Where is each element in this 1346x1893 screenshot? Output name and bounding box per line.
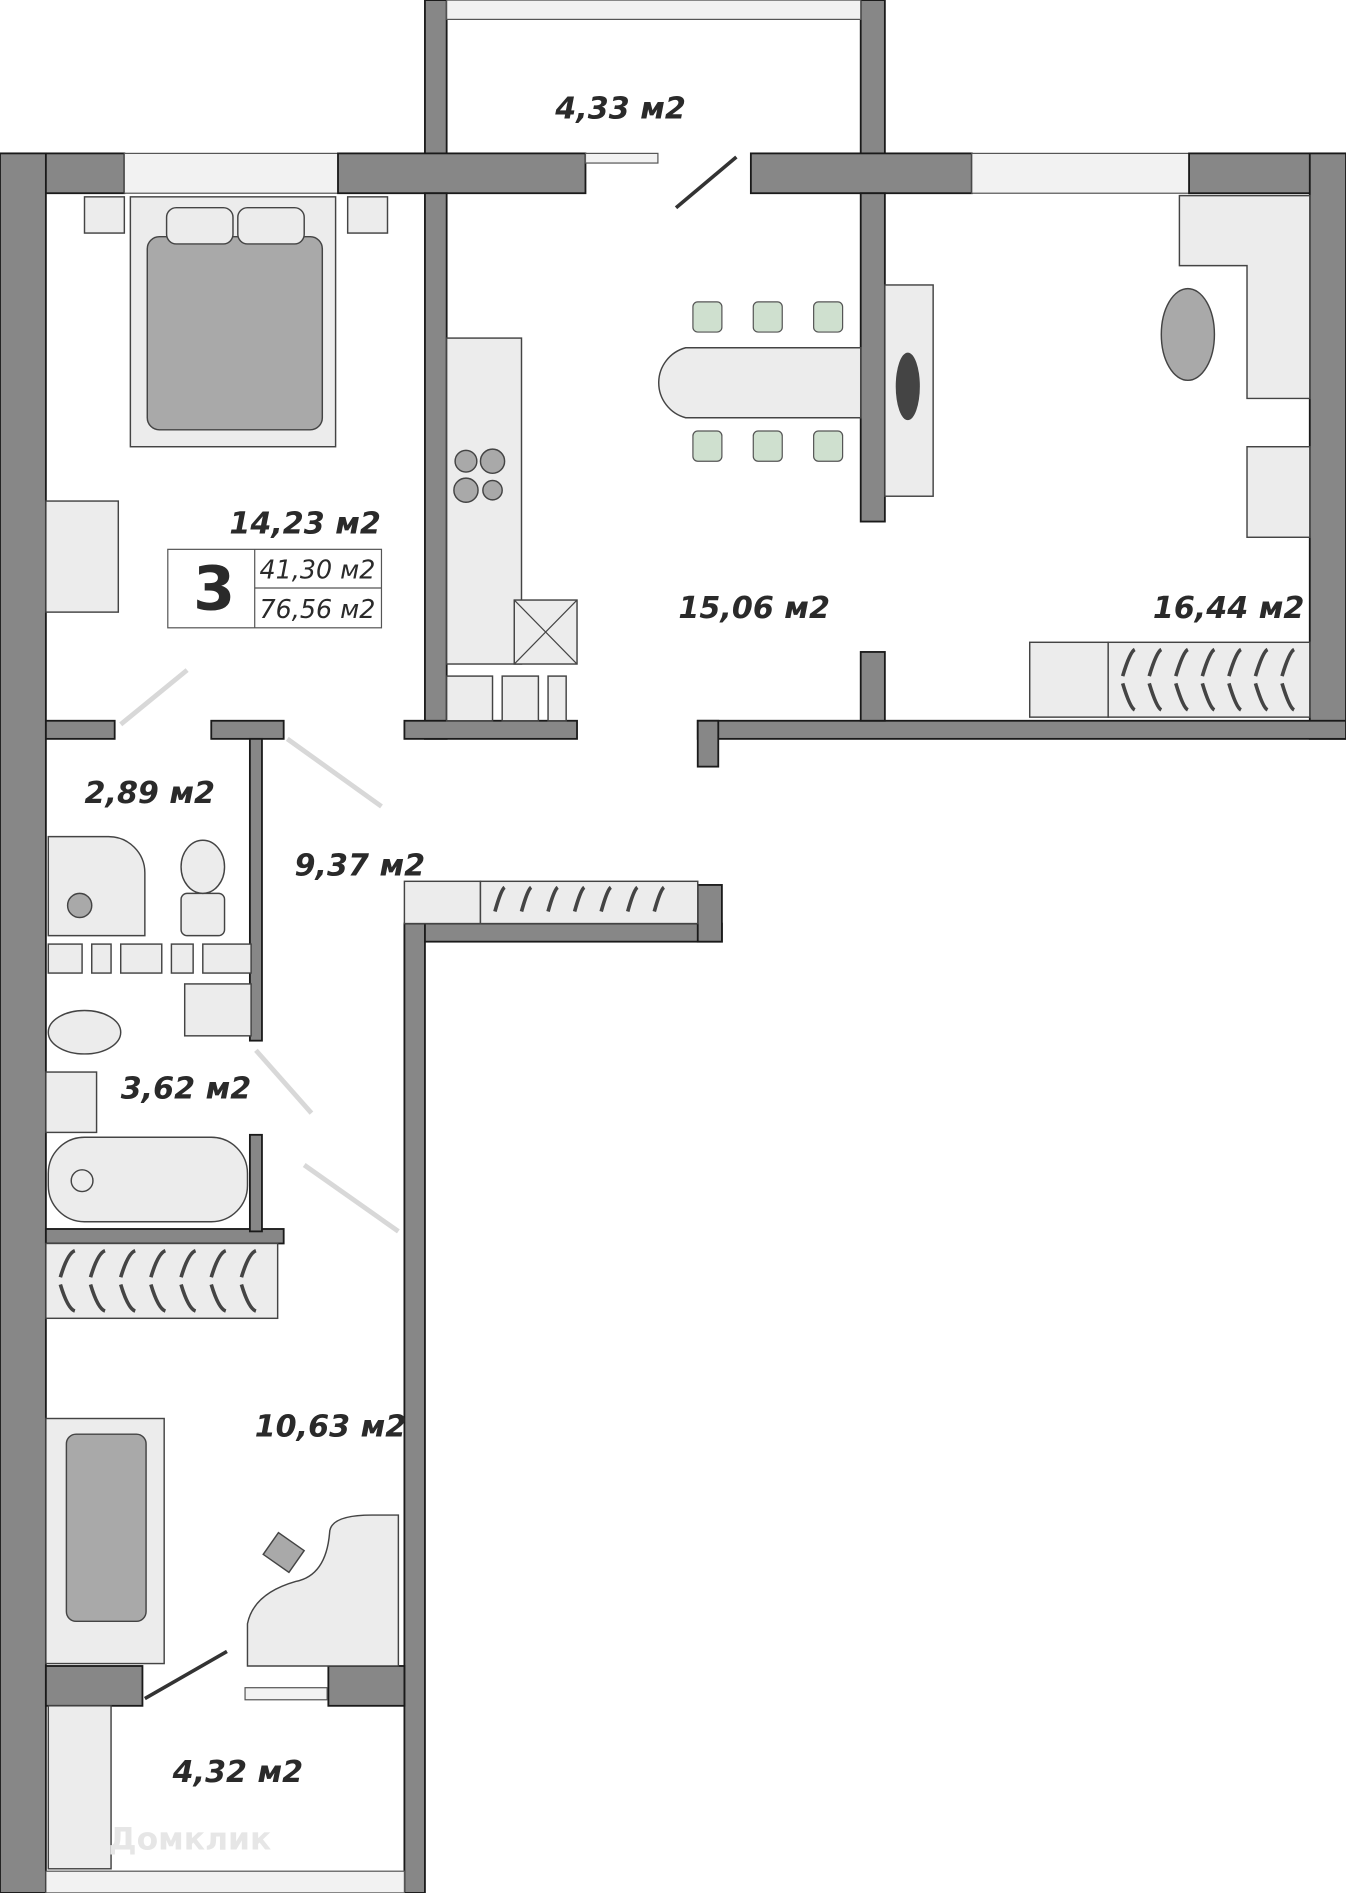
- total-area: 76,56 м2: [260, 594, 376, 624]
- rooms-count: 3: [193, 555, 235, 625]
- bathtub: [47, 1136, 249, 1223]
- room-area-hall: 9,37 м2: [295, 848, 426, 883]
- watermark-logo: Домклик: [109, 1821, 272, 1857]
- room-area-bedroom: 14,23 м2: [229, 507, 381, 542]
- doors: [119, 155, 738, 1701]
- living-window: [971, 152, 1190, 194]
- room-area-bathroom: 3,62 м2: [121, 1072, 252, 1107]
- dining-table: [658, 347, 862, 419]
- sofa: [1178, 194, 1311, 400]
- labels: 4,33 м2 14,23 м2 15,06 м2 16,44 м2 2,89 …: [85, 91, 1305, 1789]
- room-area-wc: 2,89 м2: [85, 776, 216, 811]
- kitchen-counter: [445, 337, 523, 665]
- room-area-bedroom2: 10,63 м2: [255, 1410, 407, 1445]
- room-area-kitchen: 15,06 м2: [678, 591, 830, 626]
- bedroom-window: [123, 152, 339, 194]
- room-area-balcony-bottom: 4,32 м2: [172, 1755, 304, 1790]
- living-area: 41,30 м2: [260, 554, 376, 584]
- bottom-window: [45, 1870, 406, 1893]
- desk: [246, 1514, 400, 1667]
- room-area-balcony-top: 4,33 м2: [554, 91, 686, 126]
- wardrobe: [45, 500, 120, 613]
- summary-box: 3 41,30 м2 76,56 м2: [167, 548, 383, 629]
- room-area-living: 16,44 м2: [1153, 591, 1305, 626]
- furniture: [45, 194, 1311, 1870]
- balcony-window: [446, 0, 862, 20]
